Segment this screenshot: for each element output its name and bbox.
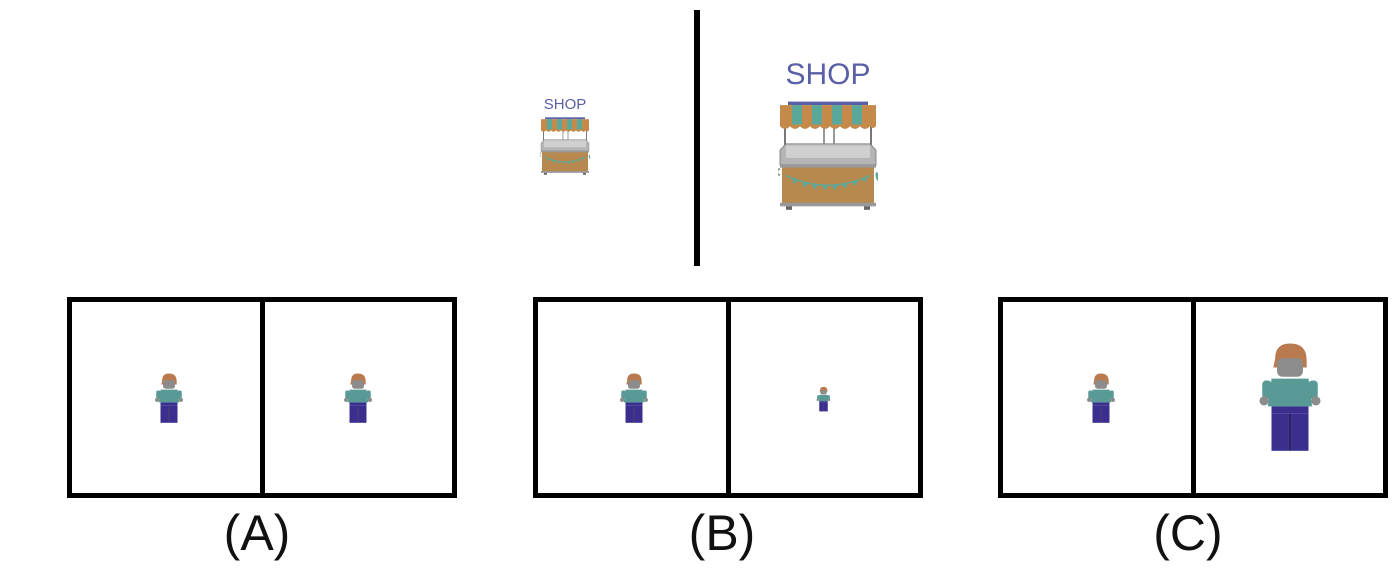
option-b-label: (B) bbox=[688, 505, 756, 561]
option-b-right bbox=[731, 302, 919, 493]
large-shop-sign: SHOP bbox=[785, 58, 871, 91]
figure-icon bbox=[1084, 370, 1118, 428]
figure-icon bbox=[617, 370, 651, 428]
option-b-left bbox=[538, 302, 726, 493]
figure-icon bbox=[152, 370, 186, 428]
option-a-divider bbox=[260, 302, 265, 493]
option-b-divider bbox=[726, 302, 731, 493]
figure-icon bbox=[815, 385, 832, 414]
option-c-right bbox=[1196, 302, 1384, 493]
option-c-left bbox=[1003, 302, 1191, 493]
option-b-panel[interactable] bbox=[533, 297, 923, 498]
option-a-label: (A) bbox=[223, 505, 291, 561]
reference-divider bbox=[694, 10, 700, 266]
option-c-panel[interactable] bbox=[998, 297, 1388, 498]
option-c-divider bbox=[1191, 302, 1196, 493]
option-a-panel[interactable] bbox=[67, 297, 457, 498]
option-a-right bbox=[265, 302, 453, 493]
large-shop-cart: SHOP bbox=[778, 58, 878, 218]
shop-cart-icon bbox=[778, 84, 878, 216]
option-a-left bbox=[72, 302, 260, 493]
option-c-label: (C) bbox=[1153, 505, 1223, 561]
figure-icon bbox=[341, 370, 375, 428]
small-shop-cart: SHOP bbox=[540, 96, 590, 180]
figure-icon bbox=[1253, 340, 1327, 458]
small-shop-sign: SHOP bbox=[543, 96, 587, 113]
shop-cart-icon bbox=[540, 108, 590, 178]
